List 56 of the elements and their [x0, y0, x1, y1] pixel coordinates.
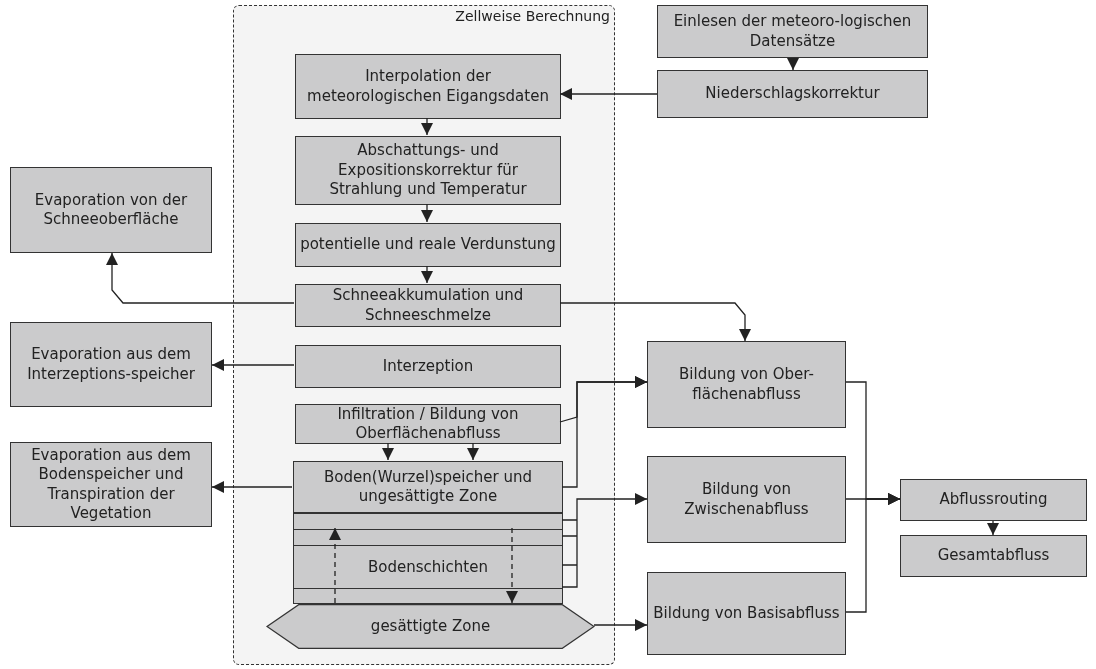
process-box	[293, 461, 563, 513]
arrow	[561, 493, 648, 588]
process-box	[647, 341, 846, 428]
arrow	[506, 527, 518, 604]
arrow	[421, 203, 433, 223]
process-box	[647, 456, 846, 543]
process-box	[295, 345, 561, 388]
box-label: Evaporation von der Schneeoberfläche	[33, 190, 189, 230]
arrow	[211, 359, 295, 371]
process-box	[900, 535, 1087, 577]
box-label: Infiltration / Bildung von Oberflächenabfluss	[336, 404, 520, 444]
box-label: Interpolation der meteorologischen Eigangsdaten	[306, 67, 550, 106]
arrow	[845, 493, 901, 613]
process-box	[295, 284, 561, 327]
box-label: Evaporation aus dem Interzeptions-speicher	[26, 345, 196, 384]
process-box	[295, 136, 561, 205]
process-box	[10, 167, 212, 253]
arrow	[421, 265, 433, 284]
arrow	[559, 302, 751, 342]
box-label: gesättigte Zone	[370, 617, 491, 636]
arrow	[593, 619, 648, 631]
box-label: Bildung von Ober-flächenabfluss	[678, 365, 815, 404]
arrow	[421, 117, 433, 136]
arrow	[211, 481, 293, 493]
process-box	[647, 572, 846, 655]
process-box	[10, 322, 212, 407]
arrow	[106, 252, 295, 304]
arrow	[329, 527, 341, 604]
group-frame	[233, 5, 615, 665]
process-box	[10, 442, 212, 527]
box-label: Einlesen der meteoro-logischen Datensätze	[672, 12, 913, 51]
process-box	[295, 54, 561, 119]
box-label: Niederschlagskorrektur	[705, 84, 880, 104]
arrow	[382, 442, 394, 461]
box-label: Schneeakkumulation und Schneeschmelze	[331, 286, 525, 325]
box-label: Bildung von Zwischenabfluss	[683, 480, 810, 519]
box-label: Boden(Wurzel)speicher und ungesättigte Zone	[323, 467, 533, 507]
box-label: Evaporation aus dem Bodenspeicher und Transpiration der Vegetation	[30, 445, 192, 524]
box-label: Bildung von Basisabfluss	[653, 603, 840, 624]
arrow	[561, 376, 648, 488]
box-label: Bodenschichten	[368, 556, 488, 578]
process-box	[295, 404, 561, 444]
box-label: Abflussrouting	[939, 490, 1048, 510]
arrow	[559, 88, 658, 100]
box-label: Abschattungs- und Expositionskorrektur für Strahlung und Temperatur	[328, 141, 528, 200]
box-label: Interzeption	[382, 356, 474, 377]
process-box	[657, 5, 928, 58]
box-label: potentielle und reale Verdunstung	[300, 235, 556, 255]
arrow	[987, 520, 999, 536]
process-box	[900, 479, 1087, 521]
process-box	[657, 70, 928, 118]
box-label: Gesamtabfluss	[937, 546, 1050, 566]
arrow	[467, 442, 479, 461]
process-box	[295, 223, 561, 267]
soil-layers-box	[293, 513, 563, 604]
arrow	[787, 57, 799, 71]
